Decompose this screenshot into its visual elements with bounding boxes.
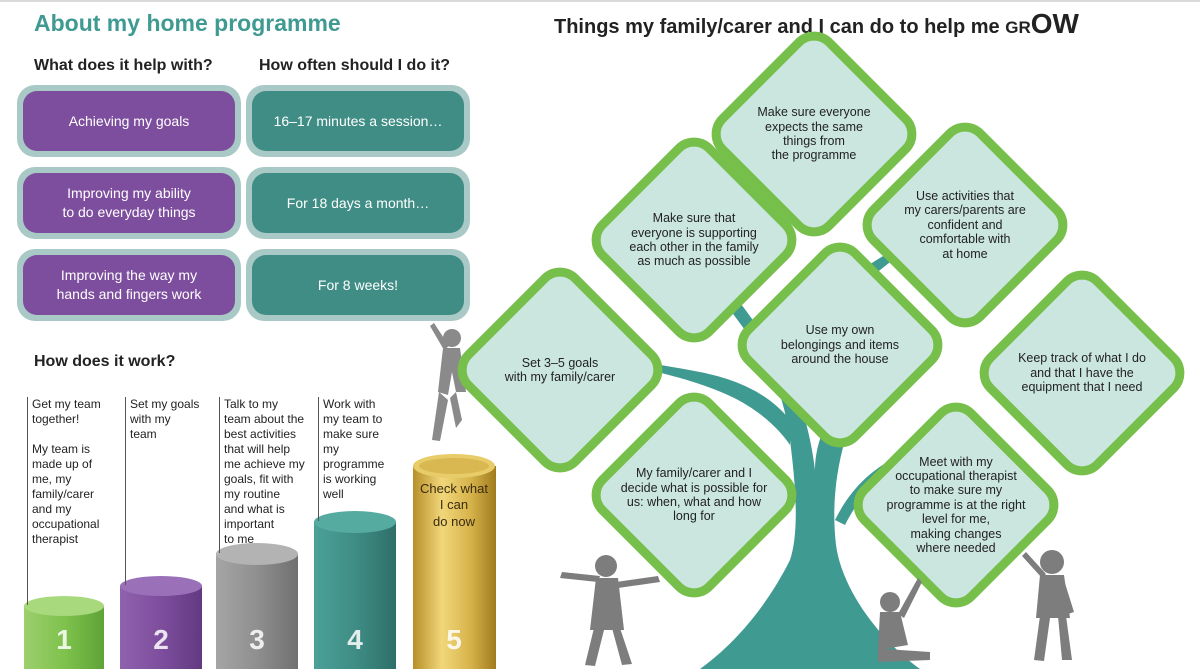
diamond-text: Make sure everyone expects the same thin… [757,105,871,163]
step-2-text: Set my goals with my team [125,397,199,585]
child-reaching-silhouette [1022,550,1074,661]
step-5-text: Check what I can do now [420,481,488,529]
child-stretching-silhouette [560,555,660,666]
diamond-activities: Use activities that my carers/parents ar… [851,111,1079,339]
often-card-1: 16–17 minutes a session… [246,85,470,157]
diamond-text: Use my own belongings and items around t… [780,323,900,367]
often-card-3: For 8 weeks! [246,249,470,321]
often-card-text: 16–17 minutes a session… [252,91,464,151]
diamond-text: Keep track of what I do and that I have … [1018,351,1146,395]
diamond-text: Make sure that everyone is supporting ea… [629,211,759,269]
often-card-text: For 18 days a month… [252,173,464,233]
step-1-number: 1 [56,624,72,655]
step-5-cylinder [413,454,496,669]
diamond-support: Make sure that everyone is supporting ea… [580,126,808,354]
child-sitting-silhouette [878,578,930,662]
tree-title-main: Things my family/carer and I can do to h… [554,16,1006,38]
help-card-1: Achieving my goals [17,85,241,157]
step-2-number: 2 [153,624,169,655]
help-heading: What does it help with? [34,57,213,74]
help-card-text: Achieving my goals [23,91,235,151]
step-3-cylinder [216,543,298,669]
page-title: About my home programme [34,10,341,36]
help-card-3: Improving the way my hands and fingers w… [17,249,241,321]
help-card-text: Improving the way my hands and fingers w… [23,255,235,315]
diamond-decide: My family/carer and I decide what is pos… [580,381,808,609]
often-card-text: For 8 weeks! [252,255,464,315]
top-rule [0,0,1200,2]
help-card-2: Improving my ability to do everyday thin… [17,167,241,239]
step-4-cylinder [314,511,396,669]
step-3-text: Talk to my team about the best activitie… [219,397,305,553]
diamond-text: Use activities that my carers/parents ar… [904,189,1026,261]
step-5-number: 5 [446,624,462,655]
step-2-cylinder [120,576,202,669]
diamond-belongings: Use my own belongings and items around t… [726,231,954,459]
tree-title-gr: GR [1005,18,1031,37]
diamond-text: Meet with my occupational therapist to m… [886,454,1026,555]
diamond-goals: Set 3–5 goals with my family/carer [446,256,674,484]
help-card-text: Improving my ability to do everyday thin… [23,173,235,233]
diamond-text: Set 3–5 goals with my family/carer [504,355,616,384]
diamond-track: Keep track of what I do and that I have … [968,259,1196,487]
tree-title-ow: OW [1030,8,1079,39]
tree-title: Things my family/carer and I can do to h… [554,8,1079,40]
diamond-meet-therapist: Meet with my occupational therapist to m… [842,391,1070,619]
often-heading: How often should I do it? [259,57,451,74]
diamond-text: My family/carer and I decide what is pos… [620,466,768,524]
step-1-cylinder [24,596,104,669]
step-1-text: Get my team together! My team is made up… [27,397,101,605]
step-4-text: Work with my team to make sure my progra… [318,397,384,521]
often-card-2: For 18 days a month… [246,167,470,239]
diamond-expectations: Make sure everyone expects the same thin… [700,20,928,248]
step-3-number: 3 [249,624,265,655]
how-heading: How does it work? [34,353,176,370]
step-4-number: 4 [347,624,363,655]
